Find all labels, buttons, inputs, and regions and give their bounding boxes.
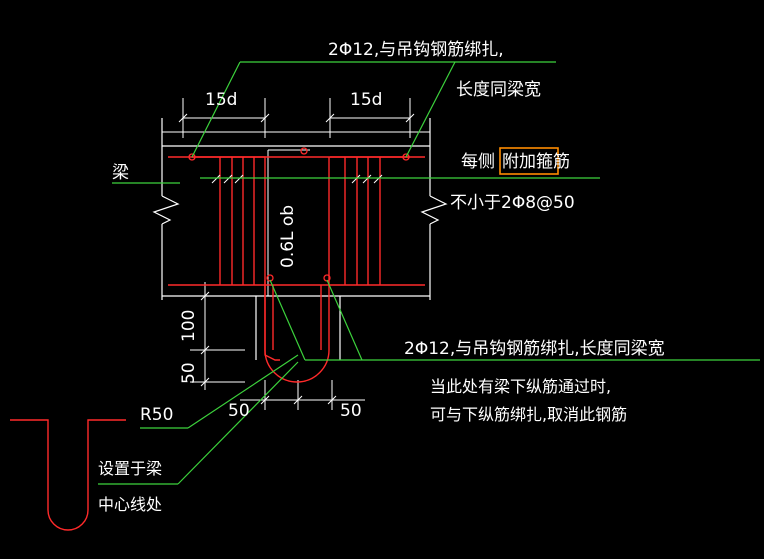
stirrup-note-highlight: 附加箍筋 [502, 152, 570, 172]
stirrup-note-line2: 不小于2Φ8@50 [450, 193, 575, 213]
top-note-line2: 长度同梁宽 [456, 80, 541, 100]
stirrup-note-prefix: 每侧 [461, 152, 495, 172]
top-note-line1: 2Φ12,与吊钩钢筋绑扎, [328, 40, 504, 60]
stirrup-highlight-box [499, 147, 559, 175]
bottom-note-line1: 2Φ12,与吊钩钢筋绑扎,长度同梁宽 [404, 339, 665, 359]
dim-50-right-label: 50 [340, 401, 362, 421]
bottom-note-line2: 当此处有梁下纵筋通过时, [430, 377, 611, 396]
r50-label: R50 [140, 405, 173, 425]
dim-100-label: 100 [179, 310, 199, 342]
dim-50-vertical-label: 50 [179, 362, 199, 384]
dim-15d-left: 15d [205, 90, 237, 110]
beam-label: 梁 [112, 163, 129, 183]
bottom-note-line3: 可与下纵筋绑扎,取消此钢筋 [430, 405, 627, 424]
dim-15d-right: 15d [350, 90, 382, 110]
stirrup-ticks [211, 174, 383, 184]
center-note-line2: 中心线处 [98, 495, 162, 514]
dimension-lines [162, 98, 430, 410]
leader-lines [98, 61, 760, 485]
rebar-lines [10, 156, 425, 531]
center-note-line1: 设置于梁 [98, 459, 162, 478]
height-dimension-label: 0.6L ob [278, 205, 298, 268]
dim-50-left-label: 50 [228, 401, 250, 421]
rebar-section-dots [188, 147, 410, 282]
